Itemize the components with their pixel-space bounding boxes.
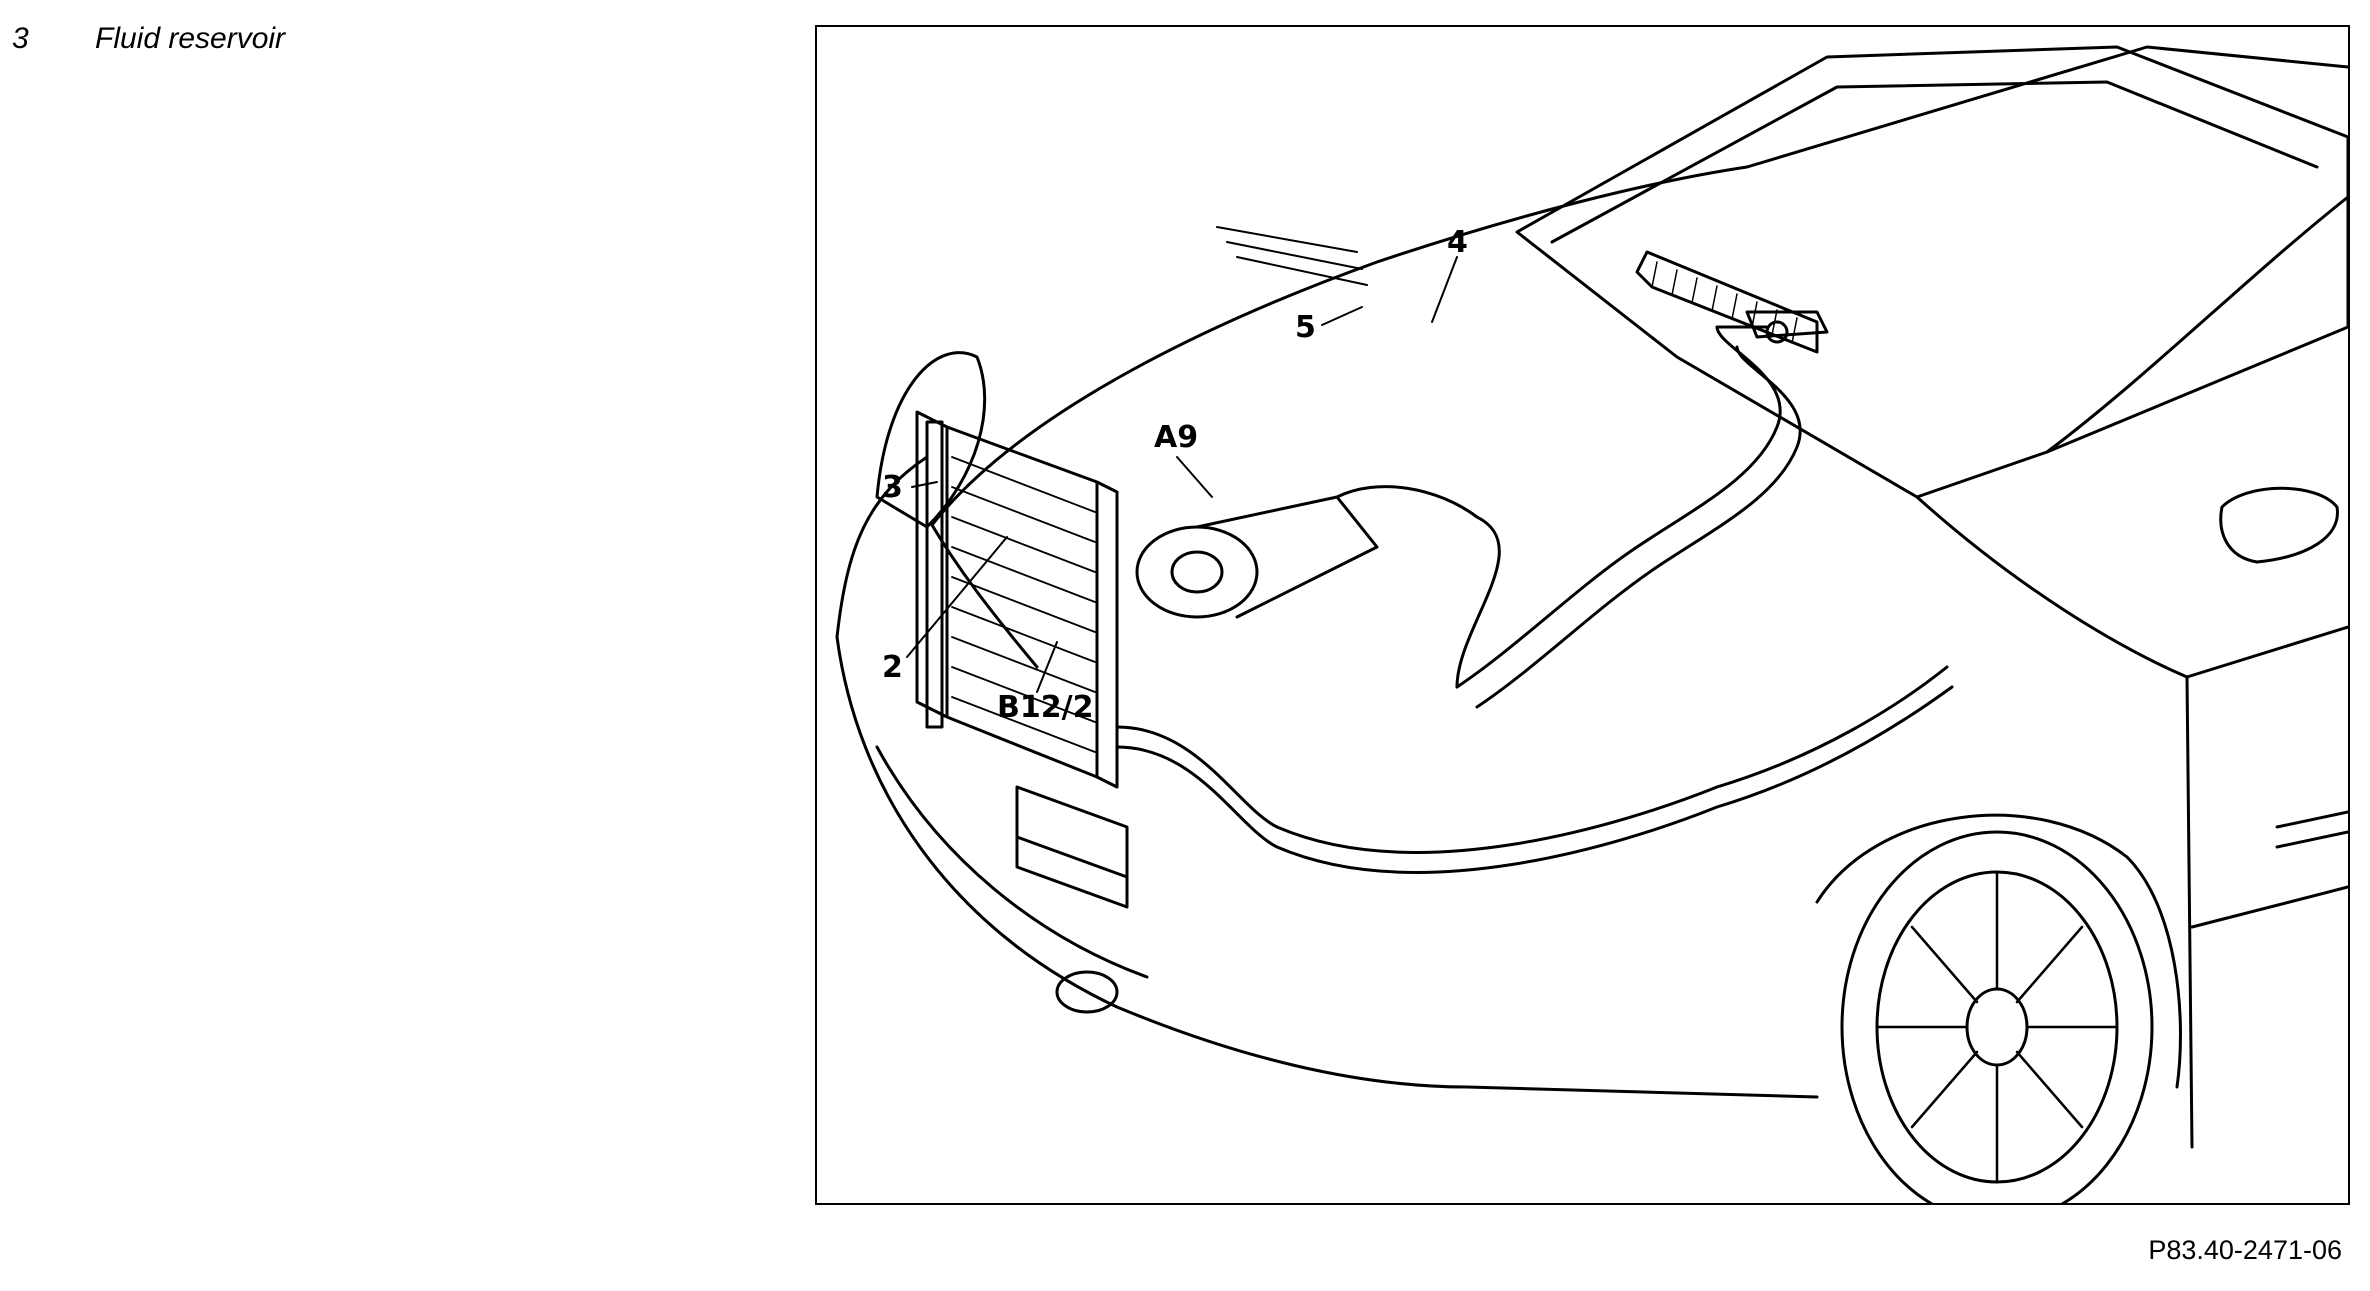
a-pillar — [2045, 195, 2348, 454]
refrigerant-lines — [1115, 665, 1949, 854]
front-wheel — [1840, 830, 2154, 1203]
callout-a9: A9 — [1154, 420, 1198, 455]
callout-4: 4 — [1447, 225, 1468, 260]
figure-frame: 2 3 4 5 A9 B12/2 — [815, 25, 2350, 1205]
evaporator-housing — [1635, 250, 1819, 354]
leader-b12 — [1036, 641, 1058, 693]
fluid-reservoir — [925, 420, 944, 729]
legend-number: 3 — [12, 22, 29, 55]
expansion-valve — [1745, 310, 1829, 339]
figure-reference: P83.40-2471-06 — [2148, 1235, 2342, 1265]
legend-label: Fluid reservoir — [95, 22, 286, 55]
leader-3 — [911, 481, 938, 488]
side-mirror — [2219, 486, 2339, 564]
callout-2: 2 — [882, 650, 903, 685]
leader-2 — [906, 536, 1008, 658]
car-front-illustration: 2 3 4 5 A9 B12/2 — [835, 45, 2348, 1203]
fog-lamp — [1055, 970, 1119, 1014]
callout-3: 3 — [882, 470, 903, 505]
callout-b12: B12/2 — [997, 690, 1093, 725]
leader-5 — [1321, 306, 1363, 326]
wheel-arch — [1815, 813, 2182, 1089]
leader-4 — [1431, 256, 1458, 323]
door-line — [2185, 625, 2348, 1149]
hood-outline — [930, 45, 2348, 527]
b12-module — [1015, 785, 1129, 879]
front-bumper — [835, 635, 1819, 1099]
headlamp — [875, 351, 987, 529]
windshield — [1515, 45, 2348, 499]
leader-a9 — [1176, 456, 1213, 498]
callout-5: 5 — [1295, 310, 1316, 345]
compressor — [1135, 525, 1259, 619]
